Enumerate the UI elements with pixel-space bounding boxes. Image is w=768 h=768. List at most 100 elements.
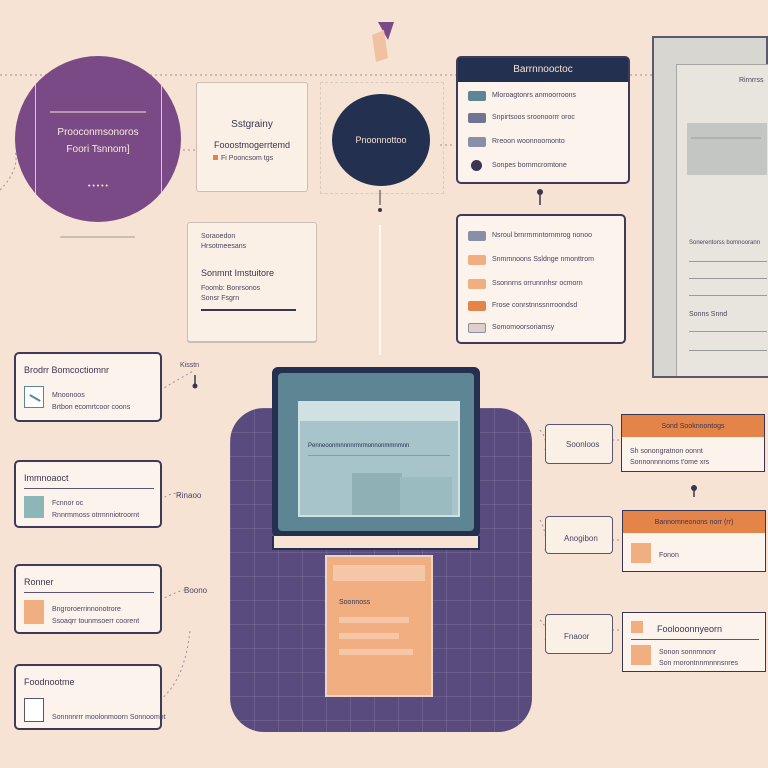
image-icon <box>631 645 651 665</box>
right-card-header: Sond Sooknnontogs <box>622 415 764 437</box>
thumbnail-icon <box>468 255 486 265</box>
list-item-text: Somomoorsoriamsy <box>492 324 555 331</box>
screen-window: Penneoonmnnnnrmrmonnonmmnmnn <box>298 401 460 517</box>
content-card-line-2: Hrsotmeesans <box>201 243 247 250</box>
left-card-meta: Ssoaqrr tounmsoerr coorent <box>52 618 140 625</box>
left-card-sub: Mnoonoos <box>52 392 85 399</box>
document-icon <box>24 698 44 722</box>
list-item-text: Rreoon woonnoomonto <box>492 138 565 145</box>
list-item[interactable]: Frose conrstnnssnrroondsd <box>468 298 616 314</box>
mid-list-card[interactable]: Nsroul brnrmrnntornmrog nonoo Snmmnoons … <box>456 214 626 344</box>
left-card[interactable]: Immnoaoct Fcnnor oc Rnnrmmoss otrmnniotr… <box>14 460 162 528</box>
right-card[interactable]: Sond Sooknnontogs Sh sonongratnon oonnt … <box>621 414 765 472</box>
center-document-title: Soonnoss <box>339 599 371 606</box>
left-card-sub: Bngroroerrinnonotrore <box>52 606 121 613</box>
document-tag: Rirnrrss <box>739 77 764 84</box>
right-card-line: Son rnorontnnmnnnsnres <box>659 660 738 667</box>
content-card-sub-2: Sonsr Fsgrn <box>201 295 240 302</box>
left-card[interactable]: Brodrr Bomcoctiomnr Mnoonoos Brtbon ecom… <box>14 352 162 422</box>
strategy-card-meta: Fi Pooncsom tgs <box>221 155 274 162</box>
navy-circle-node[interactable]: Pnoonnottoo <box>332 94 430 186</box>
right-card-line: Sonon sonnmnonr <box>659 649 717 656</box>
image-icon <box>631 543 651 563</box>
content-card-title: Sonmnt Imstuitore <box>201 268 275 278</box>
left-card-title: Ronner <box>24 577 54 587</box>
tag-box[interactable]: Soonloos <box>545 424 613 464</box>
tag-label: Fnaoor <box>564 632 590 641</box>
thumbnail-icon <box>468 301 486 311</box>
divider <box>60 236 135 238</box>
right-card-title: Foolooonnyeorn <box>657 624 723 634</box>
document-panel[interactable]: Rirnrrss Sonerentorss bomnoorann Sonns S… <box>652 36 768 378</box>
navy-circle-frame <box>320 82 444 194</box>
list-item-text: Mloroagtonrs anmoorroons <box>492 92 577 99</box>
list-item[interactable]: Sonpes bornmcromtone <box>468 158 618 174</box>
circle-line-1: Prooconmsonoros <box>57 127 139 138</box>
list-item[interactable]: Ssonnrns orrunnnhsr ocmorn <box>468 276 616 292</box>
list-item-text: Snpirtsoos sroonoorrr oroc <box>492 114 575 121</box>
list-item[interactable]: Mloroagtonrs anmoorroons <box>468 88 618 104</box>
strategy-card[interactable]: Sstgrainy Fooostmogerrtemd Fi Pooncsom t… <box>196 82 308 192</box>
navy-circle-label: Pnoonnottoo <box>355 135 407 145</box>
screen-banner: Penneoonmnnnnrmrmonnonmmnmnn <box>308 443 410 449</box>
top-list-card[interactable]: Barrnnooctoc Mloroagtonrs anmoorroons Sn… <box>456 56 630 184</box>
monitor-stand <box>272 536 480 550</box>
thumbnail-icon <box>468 91 486 101</box>
list-item-text: Snmmnoons Ssldnge nmonttrom <box>492 256 594 263</box>
left-card-title: Immnoaoct <box>24 473 69 483</box>
tag-box[interactable]: Anogibon <box>545 516 613 554</box>
circle-icon <box>471 160 482 171</box>
purple-circle-node[interactable]: Prooconmsonoros Foori Tsnnom] • • • • • <box>15 56 181 222</box>
list-item-text: Ssonnrns orrunnnhsr ocmorn <box>492 280 583 287</box>
center-document[interactable]: Soonnoss <box>325 555 433 697</box>
chart-icon <box>24 386 44 408</box>
list-item[interactable]: Somomoorsoriamsy <box>468 320 616 336</box>
right-card[interactable]: Bannomneonons norr (rr) Fonon <box>622 510 766 572</box>
image-icon <box>631 621 643 633</box>
left-card[interactable]: Foodnootme Sonnnnrrr moolonmoorn Sonnoom… <box>14 664 166 730</box>
image-icon <box>24 600 44 624</box>
left-card-title: Brodrr Bomcoctiomnr <box>24 365 110 375</box>
floating-label: Boono <box>184 586 208 595</box>
strategy-card-title: Sstgrainy <box>231 119 273 130</box>
list-item[interactable]: Nsroul brnrmrnntornmrog nonoo <box>468 228 616 244</box>
top-list-header: Barrnnooctoc <box>458 58 628 82</box>
list-item[interactable]: Rreoon woonnoomonto <box>468 134 618 150</box>
strategy-card-sub: Fooostmogerrtemd <box>213 140 291 150</box>
tag-box[interactable]: Fnaoor <box>545 614 613 654</box>
tag-label: Soonloos <box>566 440 600 449</box>
image-icon <box>24 496 44 518</box>
content-card[interactable]: Soraoedon Hrsotmeesans Sonmnt Imstuitore… <box>187 222 317 342</box>
left-card-meta: Sonnnnrrr moolonmoorn Sonnoomnt <box>52 714 166 721</box>
top-list-title: Barrnnooctoc <box>513 64 573 75</box>
right-card-header: Bannomneonons norr (rr) <box>623 511 765 533</box>
left-card[interactable]: Ronner Bngroroerrinnonotrore Ssoaqrr tou… <box>14 564 162 634</box>
thumbnail-icon <box>468 279 486 289</box>
monitor[interactable]: Penneoonmnnnnrmrmonnonmmnmnn <box>272 367 480 537</box>
list-item[interactable]: Snpirtsoos sroonoorrr oroc <box>468 110 618 126</box>
circle-line-2: Foori Tsnnom] <box>66 144 130 155</box>
right-card-line: Fonon <box>659 552 679 559</box>
content-card-sub-1: Foomb: Bonrsonos <box>201 285 261 292</box>
right-card-line: Sh sonongratnon oonnt <box>630 448 703 455</box>
tag-label: Anogibon <box>564 534 598 543</box>
right-card-line: Sonnonnnnoms t'ome xrs <box>630 459 710 466</box>
left-card-meta: Rnnrmmoss otrmnniotroornt <box>52 512 140 519</box>
left-card-title: Foodnootme <box>24 677 75 687</box>
document-inner: Rirnrrss Sonerentorss bomnoorann Sonns S… <box>676 64 768 376</box>
list-item[interactable]: Snmmnoons Ssldnge nmonttrom <box>468 252 616 268</box>
floating-label: Rinaoo <box>176 491 202 500</box>
monitor-screen: Penneoonmnnnnrmrmonnonmmnmnn <box>278 373 474 531</box>
document-foot: Sonns Snnd <box>689 311 728 318</box>
right-card[interactable]: Foolooonnyeorn Sonon sonnmnonr Son rnoro… <box>622 612 766 672</box>
divider <box>201 309 296 311</box>
list-item-text: Sonpes bornmcromtone <box>492 162 567 169</box>
circle-dots: • • • • • <box>87 183 109 190</box>
thumbnail-icon <box>468 231 486 241</box>
list-item-text: Frose conrstnnssnrroondsd <box>492 302 578 309</box>
document-label: Sonerentorss bomnoorann <box>689 240 761 246</box>
right-card-header-text: Bannomneonons norr (rr) <box>654 519 734 526</box>
thumbnail-icon <box>468 137 486 147</box>
square-icon <box>213 155 218 160</box>
content-card-line-1: Soraoedon <box>201 233 236 240</box>
